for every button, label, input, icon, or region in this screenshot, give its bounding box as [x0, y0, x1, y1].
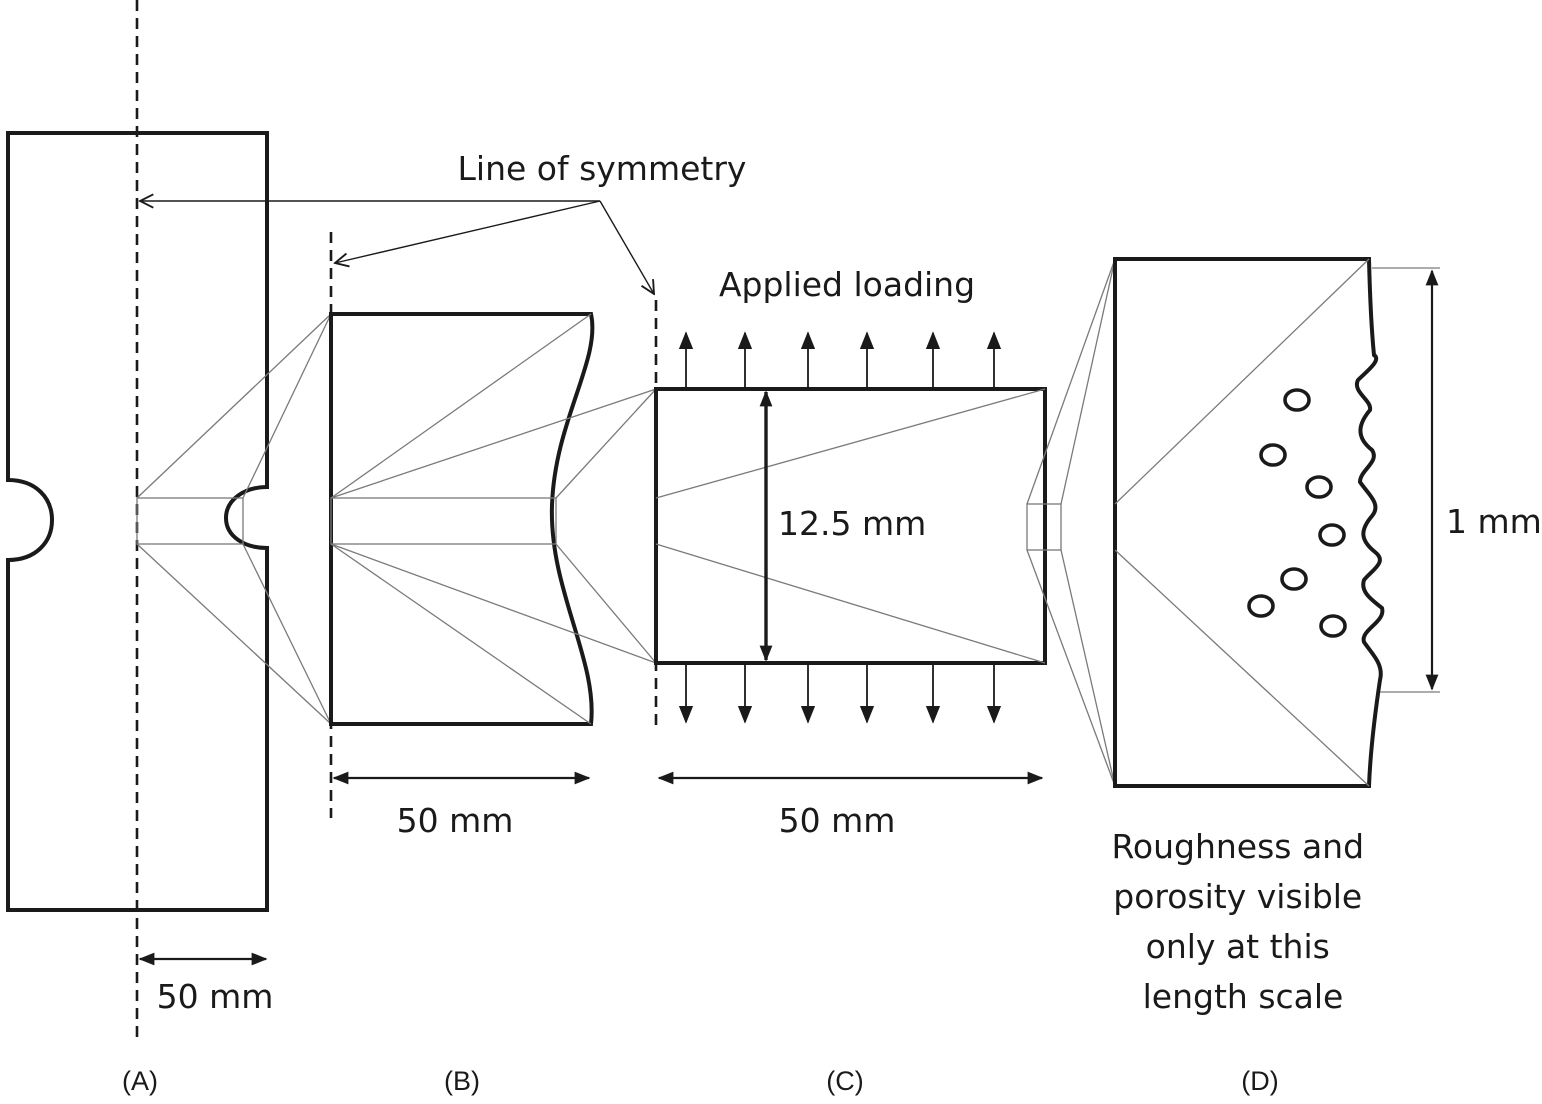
specimen-d-outline	[1113, 257, 1385, 788]
panel-a: 50 mm (A)	[6, 0, 332, 1096]
pore	[1283, 388, 1311, 412]
zoom-connector	[1026, 549, 1116, 787]
load-arrows-top	[678, 331, 1002, 389]
load-arrows-bottom	[678, 663, 1002, 724]
dimension-label-a: 50 mm	[157, 977, 274, 1016]
specimen-b-outline	[329, 312, 595, 726]
pore	[1305, 475, 1333, 499]
zoom-connector	[1114, 258, 1370, 505]
panel-label-a: (A)	[122, 1066, 158, 1096]
symmetry-leader	[599, 200, 654, 294]
symmetry-label: Line of symmetry	[458, 149, 747, 188]
zoom-connector	[555, 388, 657, 499]
note-d-line: Roughness and	[1111, 827, 1364, 866]
panel-label-b: (B)	[444, 1066, 480, 1096]
pore	[1319, 614, 1347, 638]
note-d-line: length scale	[1143, 977, 1344, 1016]
zoom-connector	[242, 313, 332, 499]
dimension-label-c-width: 50 mm	[779, 801, 896, 840]
zoom-connector	[1060, 549, 1116, 787]
zoom-connector	[655, 543, 1046, 664]
zoom-connector	[330, 388, 657, 499]
symmetry-leader	[335, 200, 601, 263]
symmetry-annotation: Line of symmetry	[140, 149, 746, 294]
zoom-box-b	[330, 497, 557, 545]
dimension-label-d: 1 mm	[1446, 502, 1542, 541]
panel-c: Applied loading 12.5 mm	[654, 258, 1116, 1096]
pore	[1247, 594, 1275, 618]
note-d-line: only at this	[1146, 927, 1330, 966]
pores	[1247, 388, 1347, 638]
panel-b: 50 mm (B)	[329, 232, 657, 1096]
panel-d: 1 mm Roughness and porosity visible only…	[1111, 257, 1542, 1096]
panel-label-d: (D)	[1241, 1066, 1278, 1096]
zoom-connector	[330, 543, 592, 725]
note-d-line: porosity visible	[1113, 877, 1362, 916]
dimension-label-b: 50 mm	[397, 801, 514, 840]
zoom-connector	[330, 543, 657, 664]
zoom-connector	[655, 388, 1046, 499]
panel-label-c: (C)	[826, 1066, 863, 1096]
specimen-c-outline	[654, 387, 1047, 665]
pore	[1280, 567, 1308, 591]
zoom-connector	[136, 543, 332, 725]
zoom-connector	[1114, 549, 1370, 787]
pore	[1259, 443, 1287, 467]
applied-loading-label: Applied loading	[719, 265, 975, 304]
zoom-connector	[242, 543, 332, 725]
zoom-connector	[136, 313, 332, 499]
zoom-box-c	[1026, 503, 1062, 551]
zoom-box-a	[136, 497, 244, 545]
zoom-connector	[1060, 258, 1116, 505]
zoom-connector	[555, 543, 657, 664]
pore	[1318, 523, 1346, 547]
zoom-connector	[1026, 258, 1116, 505]
dimension-label-c-height: 12.5 mm	[778, 504, 926, 543]
zoom-connector	[330, 313, 592, 499]
note-d: Roughness and porosity visible only at t…	[1111, 827, 1374, 1016]
specimen-a-outline	[6, 131, 269, 912]
